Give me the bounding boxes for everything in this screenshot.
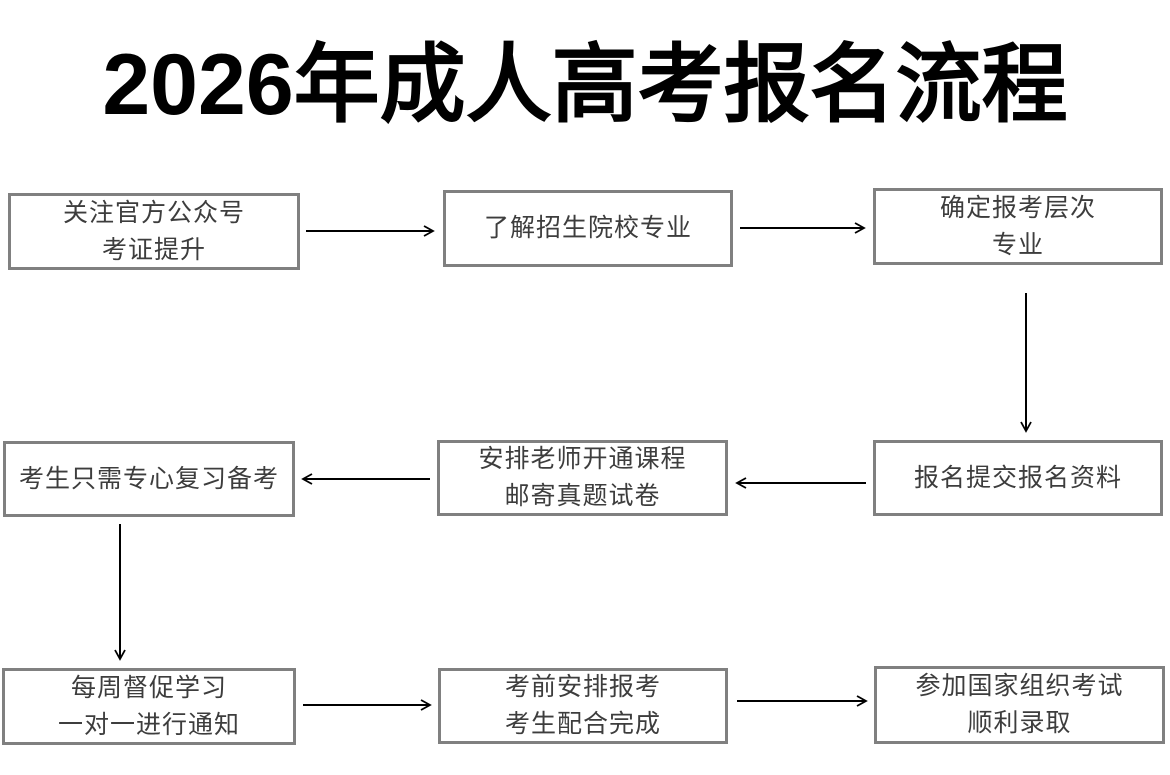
node-text-line: 一对一进行通知 (57, 710, 240, 739)
flow-node-submit-registration-materials: 报名提交报名资料 (873, 440, 1163, 516)
node-text-line: 了解招生院校专业 (483, 214, 692, 242)
flow-node-arrange-teacher-courses: 安排老师开通课程 邮寄真题试卷 (437, 440, 728, 516)
flow-node-pre-exam-arrangement: 考前安排报考 考生配合完成 (438, 668, 728, 744)
node-text-line: 报名提交报名资料 (913, 463, 1122, 492)
node-text-line: 关注官方公众号 (62, 198, 245, 227)
flow-node-follow-official-account: 关注官方公众号 考证提升 (8, 193, 300, 270)
flow-node-weekly-study-supervision: 每周督促学习 一对一进行通知 (2, 668, 296, 745)
flow-node-determine-level-major: 确定报考层次 专业 (873, 188, 1163, 265)
node-text-line: 考生只需专心复习备考 (18, 464, 279, 493)
node-text-line: 每周督促学习 (70, 673, 227, 702)
node-text-line: 专业 (991, 230, 1044, 259)
node-text-line: 考生配合完成 (504, 710, 661, 738)
flow-node-focus-on-review: 考生只需专心复习备考 (3, 441, 295, 517)
node-text-line: 参加国家组织考试 (915, 672, 1124, 700)
node-text-line: 顺利录取 (967, 709, 1072, 737)
node-text-line: 安排老师开通课程 (478, 445, 687, 473)
node-text-line: 考证提升 (101, 235, 206, 264)
node-text-line: 考前安排报考 (504, 673, 661, 701)
node-text-line: 邮寄真题试卷 (504, 482, 661, 510)
node-text-line: 确定报考层次 (939, 193, 1096, 222)
flow-node-national-exam-admission: 参加国家组织考试 顺利录取 (874, 666, 1165, 744)
flow-node-learn-colleges-majors: 了解招生院校专业 (443, 190, 733, 267)
page-title: 2026年成人高考报名流程 (102, 37, 1068, 133)
